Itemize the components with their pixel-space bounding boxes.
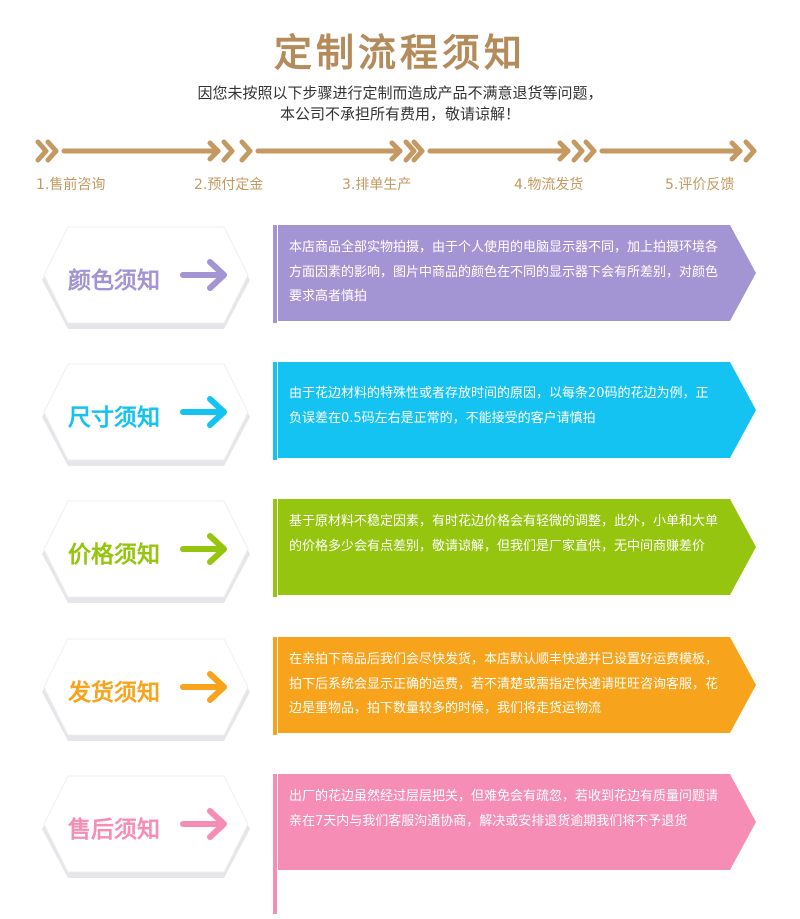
step-label-5: 5.评价反馈 [665,177,735,193]
notice-shipping: 发货须知 在亲拍下商品后我们会尽快发货，本店默认顺丰快递并已设置好运费模板，拍下… [0,637,800,757]
process-flow: 1.售前咨询 2.预付定金 3.排单生产 4.物流发货 5.评价反馈 [0,136,800,206]
flow-arrows [35,139,757,163]
notice-price: 价格须知 基于原材料不稳定因素，有时花边价格会有轻微的调整，此外，小单和大单的价… [0,499,800,619]
divider [273,225,277,323]
divider [273,499,277,597]
divider [273,774,277,914]
notice-title: 尺寸须知 [68,405,160,431]
notice-title: 颜色须知 [68,268,160,294]
notice-title: 发货须知 [68,680,160,706]
step-label-1: 1.售前咨询 [36,177,106,193]
subtitle-line-2: 本公司不承担所有费用，敬请谅解！ [279,105,520,123]
hex-badge [42,500,250,603]
notice-banner [278,499,756,595]
notice-color: 颜色须知 本店商品全部实物拍摄，由于个人使用的电脑显示器不同，加上拍摄环境各方面… [0,225,800,345]
notice-banner [278,774,756,870]
notice-banner [278,637,756,733]
step-label-4: 4.物流发货 [514,177,584,193]
hex-badge [42,363,250,466]
hex-badge [42,226,250,329]
notice-title: 价格须知 [68,542,160,568]
subtitle-line-1: 因您未按照以下步骤进行定制而造成产品不满意退货等问题， [197,84,603,102]
notice-banner [278,362,756,458]
notice-after-sales: 售后须知 出厂的花边虽然经过层层把关，但难免会有疏忽，若收到花边有质量问题请亲在… [0,774,800,914]
notice-text: 本店商品全部实物拍摄，由于个人使用的电脑显示器不同，加上拍摄环境各方面因素的影响… [289,240,719,304]
divider [273,362,277,460]
notice-title: 售后须知 [68,817,160,843]
hex-badge [42,775,250,878]
divider [273,637,277,735]
page-title: 定制流程须知 [273,30,526,75]
step-label-2: 2.预付定金 [194,177,264,193]
notice-text: 出厂的花边虽然经过层层把关，但难免会有疏忽，若收到花边有质量问题请亲在7天内与我… [289,789,719,829]
notice-text: 基于原材料不稳定因素，有时花边价格会有轻微的调整，此外，小单和大单的价格多少会有… [289,514,719,554]
notice-text: 由于花边材料的特殊性或者存放时间的原因，以每条20码的花边为例，正负误差在0.5… [289,386,709,426]
step-label-3: 3.排单生产 [342,177,412,193]
hex-badge [42,638,250,741]
notice-banner [278,225,756,321]
notice-size: 尺寸须知 由于花边材料的特殊性或者存放时间的原因，以每条20码的花边为例，正负误… [0,362,800,482]
notice-text: 在亲拍下商品后我们会尽快发货，本店默认顺丰快递并已设置好运费模板，拍下后系统会显… [289,652,719,716]
